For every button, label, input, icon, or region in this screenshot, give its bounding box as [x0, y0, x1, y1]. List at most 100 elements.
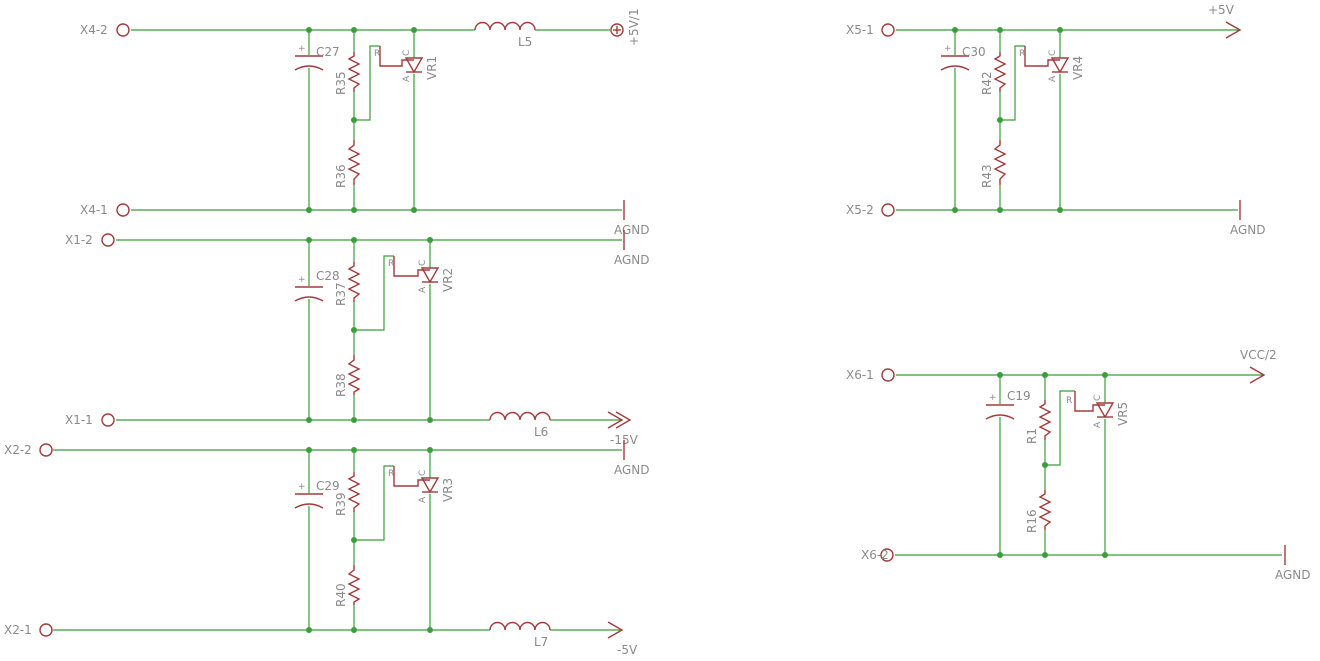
- junctions-x1: [306, 237, 433, 423]
- connector-label: X5-2: [846, 203, 874, 217]
- pin-c: C: [418, 470, 428, 476]
- ground-agnd-x2[interactable]: AGND: [614, 440, 650, 477]
- connector-x6-2[interactable]: X6-2: [861, 548, 894, 562]
- resistor-r38[interactable]: R38: [334, 355, 361, 397]
- resistor-r39[interactable]: R39: [334, 472, 361, 516]
- pin-c: C: [1048, 50, 1058, 56]
- connector-x6-1[interactable]: X6-1: [846, 368, 895, 382]
- inductor-l5[interactable]: L5: [474, 21, 536, 50]
- regulator-vr5[interactable]: R A C VR5: [1066, 391, 1130, 428]
- connector-label: X4-2: [80, 23, 108, 37]
- pin-c: C: [1093, 395, 1103, 401]
- component-label: L5: [518, 35, 532, 49]
- connector-x5-1[interactable]: X5-1: [846, 23, 895, 37]
- component-label: R37: [334, 282, 348, 306]
- component-label: C29: [316, 479, 340, 493]
- pin-a: A: [402, 75, 412, 82]
- pin-r: R: [374, 49, 380, 59]
- ground-agnd-x4[interactable]: AGND: [614, 200, 650, 237]
- inductor-l7[interactable]: L7: [489, 621, 551, 649]
- regulator-vr4[interactable]: R A C VR4: [1019, 46, 1085, 82]
- polarity-mark: +: [298, 482, 306, 492]
- resistor-r43[interactable]: R43: [980, 140, 1007, 188]
- component-label: C28: [316, 269, 340, 283]
- component-label: R16: [1025, 509, 1039, 533]
- component-label: R36: [334, 164, 348, 188]
- connector-label: X5-1: [846, 23, 874, 37]
- connector-x4-2[interactable]: X4-2: [80, 23, 130, 37]
- component-label: R42: [980, 71, 994, 95]
- net-label: -5V: [617, 643, 638, 657]
- capacitor-c30[interactable]: + C30: [940, 44, 986, 71]
- resistor-r42[interactable]: R42: [980, 52, 1007, 95]
- supply-neg15v-symbol[interactable]: -15V: [607, 411, 639, 447]
- component-label: VR5: [1116, 402, 1130, 426]
- net-label: AGND: [614, 253, 650, 267]
- connector-x1-2[interactable]: X1-2: [65, 233, 115, 247]
- block-x6: X6-1 X6-2 + C19 R1 R16 R A C VR5: [846, 348, 1311, 582]
- connector-label: X1-1: [65, 413, 93, 427]
- net-label: VCC/2: [1240, 348, 1277, 362]
- connector-x4-1[interactable]: X4-1: [80, 203, 130, 217]
- wires-x1: [116, 239, 622, 421]
- pin-a: A: [418, 286, 428, 293]
- net-label: AGND: [1275, 568, 1311, 582]
- polarity-mark: +: [989, 393, 997, 403]
- capacitor-c19[interactable]: + C19: [985, 389, 1031, 420]
- component-label: C19: [1007, 389, 1031, 403]
- junctions-x2: [306, 447, 433, 633]
- resistor-r1[interactable]: R1: [1025, 400, 1052, 444]
- supply-neg5v-symbol[interactable]: -5V: [607, 621, 638, 657]
- supply-5v-symbol[interactable]: +5V: [1208, 3, 1242, 39]
- block-x4: X4-2 X4-1 + C27 R35 R36 R A C VR1: [80, 8, 650, 237]
- supply-5v1-symbol[interactable]: +5V/1: [610, 8, 641, 46]
- regulator-vr3[interactable]: R A C VR3: [388, 466, 455, 503]
- net-label: AGND: [614, 463, 650, 477]
- block-x5: X5-1 X5-2 + C30 R42 R43 R A C VR4: [846, 3, 1266, 237]
- connector-x2-2[interactable]: X2-2: [4, 443, 53, 457]
- inductor-l6[interactable]: L6: [489, 411, 551, 439]
- junctions-x4: [306, 27, 417, 213]
- pin-c: C: [418, 260, 428, 266]
- capacitor-c29[interactable]: + C29: [294, 479, 340, 509]
- component-label: R38: [334, 373, 348, 397]
- junctions-x5: [952, 27, 1063, 213]
- component-label: C30: [962, 45, 986, 59]
- wires-x5: [896, 29, 1240, 211]
- resistor-r35[interactable]: R35: [334, 52, 361, 95]
- ground-agnd-x5[interactable]: AGND: [1230, 200, 1266, 237]
- connector-x1-1[interactable]: X1-1: [65, 413, 115, 427]
- component-label: VR2: [441, 268, 455, 292]
- component-label: L7: [534, 635, 548, 649]
- resistor-r40[interactable]: R40: [334, 565, 361, 607]
- ground-agnd-x6[interactable]: AGND: [1275, 545, 1311, 582]
- connector-label: X6-1: [846, 368, 874, 382]
- connector-x5-2[interactable]: X5-2: [846, 203, 895, 217]
- capacitor-c28[interactable]: + C28: [294, 269, 340, 302]
- component-label: R39: [334, 492, 348, 516]
- ground-agnd-x1[interactable]: AGND: [614, 230, 650, 267]
- resistor-r16[interactable]: R16: [1025, 490, 1052, 533]
- wires-x6: [895, 374, 1282, 556]
- component-label: VR4: [1071, 56, 1085, 80]
- polarity-mark: +: [298, 44, 306, 54]
- pin-r: R: [388, 259, 394, 269]
- wires-x4: [131, 29, 622, 211]
- resistor-r36[interactable]: R36: [334, 140, 361, 188]
- junctions-x6: [997, 372, 1108, 558]
- component-label: C27: [316, 45, 340, 59]
- regulator-vr1[interactable]: R A C VR1: [374, 46, 439, 82]
- connector-x2-1[interactable]: X2-1: [4, 623, 53, 637]
- connector-label: X1-2: [65, 233, 93, 247]
- capacitor-c27[interactable]: + C27: [294, 44, 340, 71]
- net-label: +5V: [1208, 3, 1235, 17]
- resistor-r37[interactable]: R37: [334, 262, 361, 306]
- block-x2: X2-2 X2-1 + C29 R39 R40 R A C VR3: [4, 440, 650, 657]
- connector-label: X2-1: [4, 623, 32, 637]
- pin-a: A: [1048, 75, 1058, 82]
- supply-vcc2-symbol[interactable]: VCC/2: [1240, 348, 1277, 384]
- component-label: R35: [334, 71, 348, 95]
- pin-r: R: [1019, 49, 1025, 59]
- regulator-vr2[interactable]: R A C VR2: [388, 256, 455, 293]
- component-label: R43: [980, 164, 994, 188]
